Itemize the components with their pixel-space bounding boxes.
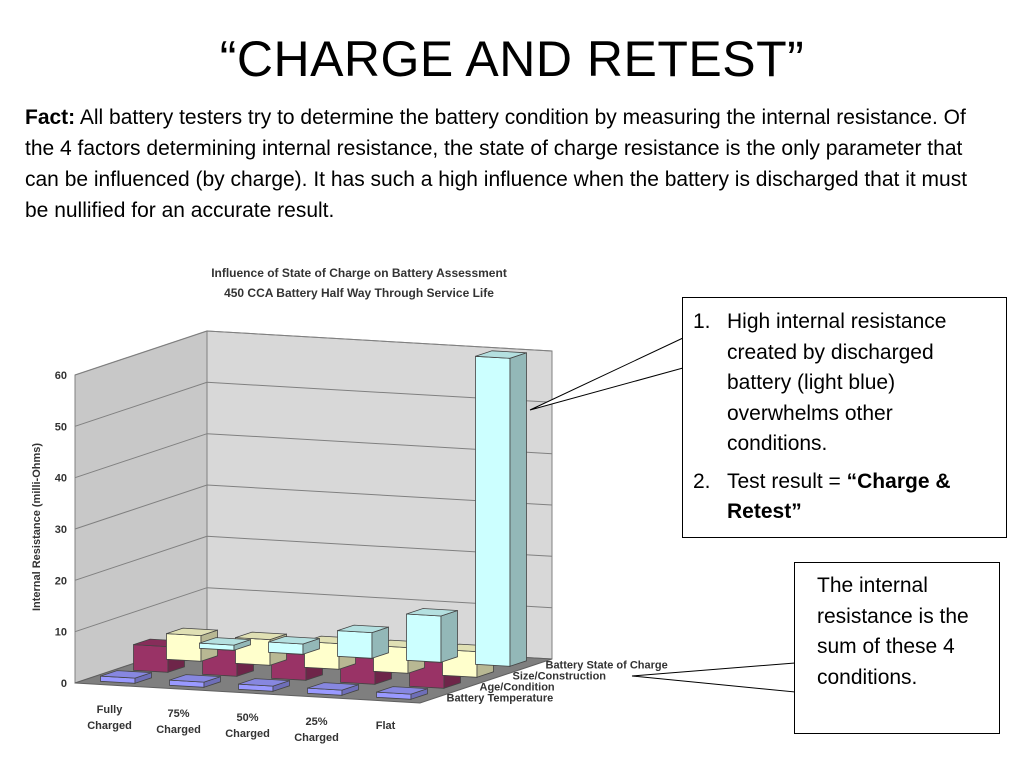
callout-2-text: The internal resistance is the sum of th… <box>817 574 969 689</box>
gridline <box>74 484 553 530</box>
chart-title: Influence of State of Charge on Battery … <box>211 266 507 280</box>
series-label: Battery Temperature <box>447 693 554 705</box>
bar-3-4 <box>376 686 428 700</box>
series-label: Battery State of Charge <box>546 660 668 672</box>
bar-1-0 <box>166 627 218 662</box>
y-tick-label: 40 <box>55 473 67 485</box>
bar-0-3 <box>406 608 458 663</box>
y-tick-label: 50 <box>55 421 67 433</box>
gridline <box>74 433 553 479</box>
x-tick-line: Flat <box>376 720 396 732</box>
bar-0-2 <box>337 624 389 659</box>
x-tick-line: Charged <box>225 728 270 740</box>
x-tick-label: 50% Charged <box>225 712 270 740</box>
x-tick-label: 25% Charged <box>294 716 339 744</box>
bar-3-3 <box>307 682 359 696</box>
list-number: 2. <box>693 469 711 493</box>
list-text-plain: Test result = <box>727 469 847 493</box>
bar-side <box>509 352 527 667</box>
bar-front <box>166 633 202 662</box>
bar-front <box>475 355 511 667</box>
x-tick-line: Charged <box>156 724 201 736</box>
bar-0-4 <box>475 350 527 667</box>
list-text: Test result = “Charge & Retest” <box>727 467 996 528</box>
y-tick-label: 20 <box>55 575 67 587</box>
bar-front <box>133 644 169 673</box>
y-tick-label: 10 <box>55 627 67 639</box>
bar-3-1 <box>169 674 221 688</box>
x-tick-line: Charged <box>294 732 339 744</box>
gridline <box>74 535 553 581</box>
bar-side <box>440 609 458 663</box>
fact-text: All battery testers try to determine the… <box>25 106 968 222</box>
bar-top <box>307 682 359 691</box>
gridline <box>74 381 553 427</box>
y-tick-label: 30 <box>55 524 67 536</box>
bar-0-0 <box>199 637 251 651</box>
callout-1-list: 1. High internal resistance created by di… <box>693 307 996 528</box>
y-tick-label: 60 <box>55 370 67 382</box>
gridline <box>74 330 553 376</box>
bar-top <box>169 674 221 683</box>
x-tick-line: 25% <box>305 716 327 728</box>
list-text-plain: High internal resistance created by disc… <box>727 310 947 455</box>
callout-box-2: The internal resistance is the sum of th… <box>794 562 1000 734</box>
x-tick-line: Fully <box>97 704 124 716</box>
bar-top <box>235 631 287 641</box>
bar-top <box>268 636 320 645</box>
bar-top <box>199 637 251 646</box>
bar-front <box>406 613 442 663</box>
callout-1-item: 1. High internal resistance created by di… <box>693 307 996 460</box>
callout-1-pointer <box>529 337 684 411</box>
y-tick-label: 0 <box>61 678 67 690</box>
y-axis-label: Internal Resistance (milli-Ohms) <box>31 443 43 611</box>
x-tick-line: 50% <box>236 712 258 724</box>
gridline <box>74 587 553 633</box>
bar-top <box>337 624 389 634</box>
series-label: Size/Construction <box>513 671 607 683</box>
x-tick-line: 75% <box>167 708 189 720</box>
list-text: High internal resistance created by disc… <box>727 307 996 460</box>
bar-top <box>238 678 290 687</box>
bar-3-0 <box>100 670 152 684</box>
list-number: 1. <box>693 310 711 333</box>
bar-0-1 <box>268 636 320 655</box>
x-tick-label: Flat <box>376 720 396 732</box>
series-label: Age/Condition <box>480 682 555 694</box>
bar-top <box>166 627 218 637</box>
bar-top <box>376 686 428 695</box>
callout-1-item: 2. Test result = “Charge & Retest” <box>693 467 996 528</box>
bar-top <box>475 350 527 359</box>
chart-bars <box>100 350 527 700</box>
fact-label: Fact: <box>25 106 76 129</box>
x-tick-line: Charged <box>87 720 132 732</box>
fact-paragraph: Fact: All battery testers try to determi… <box>25 102 985 226</box>
callout-box-1: 1. High internal resistance created by di… <box>682 297 1007 538</box>
x-tick-label: 75% Charged <box>156 708 201 736</box>
bar-top <box>100 670 152 679</box>
bar-front <box>337 630 373 659</box>
list-text-bold: “Charge & Retest” <box>727 469 951 524</box>
bar-top <box>406 608 458 617</box>
chart-subtitle: 450 CCA Battery Half Way Through Service… <box>224 286 494 300</box>
bar-3-2 <box>238 678 290 692</box>
slide-title: “CHARGE AND RETEST” <box>219 31 805 87</box>
